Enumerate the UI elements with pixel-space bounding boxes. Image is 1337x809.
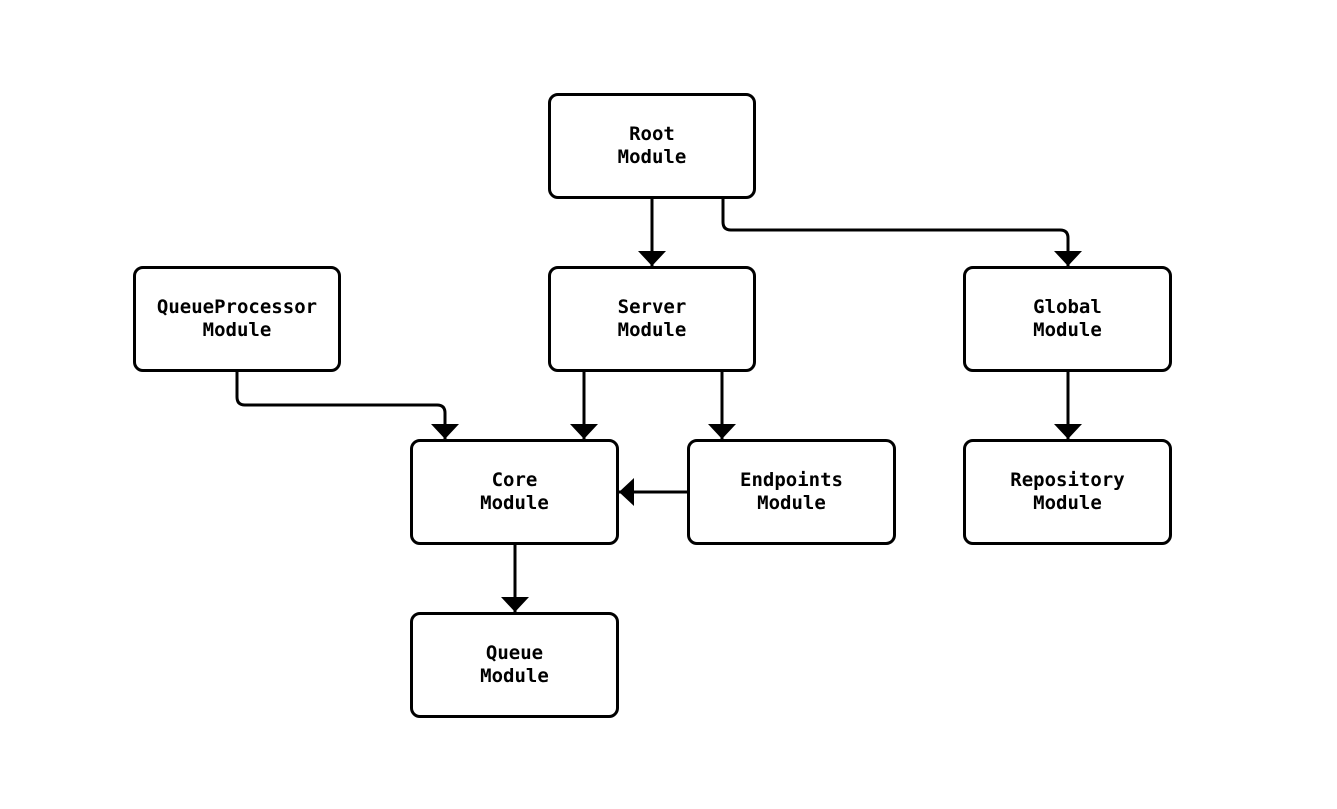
node-label-line: Module bbox=[757, 492, 826, 514]
node-label-line: Queue bbox=[485, 642, 544, 664]
node-label-line: Core bbox=[491, 469, 538, 491]
node-label-line: Module bbox=[617, 146, 687, 168]
node-label-line: Module bbox=[617, 319, 687, 341]
node-label-line: QueueProcessor bbox=[156, 296, 318, 318]
node-label-line: Module bbox=[202, 319, 272, 341]
node-label-line: Module bbox=[1033, 492, 1102, 514]
node-label-line: Module bbox=[1033, 319, 1102, 341]
edge-queue-processor-to-core bbox=[235, 370, 459, 441]
node-label-line: Root bbox=[629, 123, 675, 145]
node-label-line: Server bbox=[617, 296, 687, 318]
edges-group bbox=[235, 197, 1082, 614]
node-label-line: Module bbox=[480, 665, 549, 687]
node-label-line: Global bbox=[1033, 296, 1102, 318]
node-label-line: Endpoints bbox=[740, 469, 843, 491]
node-label-line: Repository bbox=[1010, 469, 1125, 491]
edge-root-to-global bbox=[721, 197, 1082, 268]
node-label-line: Module bbox=[480, 492, 549, 514]
